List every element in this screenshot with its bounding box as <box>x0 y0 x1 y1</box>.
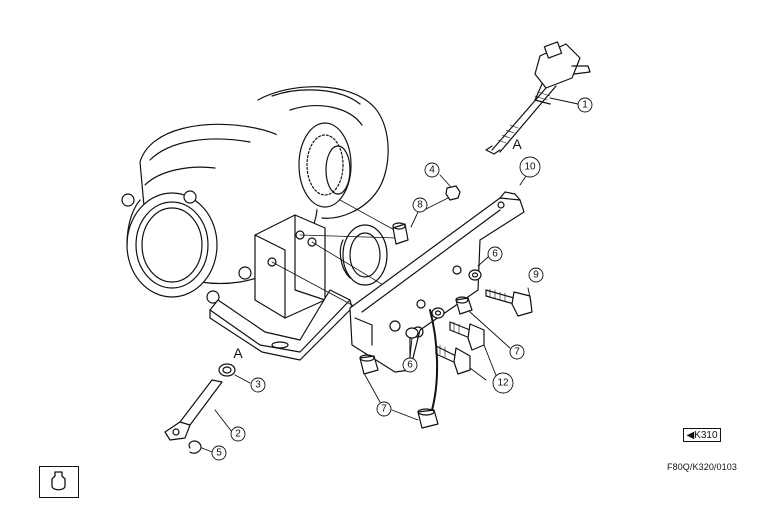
bolt-part-9 <box>485 288 533 317</box>
callout-6-upper: 6 <box>492 249 498 260</box>
callout-12: 12 <box>497 378 509 389</box>
view-letter-a-lower: A <box>233 345 243 361</box>
nut-part-4 <box>445 185 461 201</box>
drawing-code: F80Q/K320/0103 <box>667 462 737 472</box>
callout-10: 10 <box>524 162 536 173</box>
bolts-part-12 <box>435 321 485 375</box>
spacers-part-7 <box>359 296 473 429</box>
callout-1: 1 <box>582 100 588 111</box>
callout-4: 4 <box>429 165 435 176</box>
callout-9: 9 <box>533 270 539 281</box>
bracket-part-10 <box>349 191 525 373</box>
wastegate-actuator-part-1 <box>485 41 591 155</box>
reference-tag: ◀K310 <box>683 428 721 442</box>
callout-3: 3 <box>255 380 261 391</box>
callout-2: 2 <box>235 429 241 440</box>
turbocharger-assembly <box>121 86 389 361</box>
spacer-part-8 <box>392 222 409 245</box>
actuator-rod-part-2 <box>164 363 236 454</box>
callouts <box>201 97 593 461</box>
view-letter-a-upper: A <box>512 136 522 152</box>
callout-8: 8 <box>417 200 423 211</box>
sensor-wire <box>429 309 439 411</box>
callout-7-right: 7 <box>514 347 520 358</box>
symbol-box <box>39 466 79 498</box>
callout-6-lower: 6 <box>407 360 413 371</box>
callout-5: 5 <box>216 448 222 459</box>
callout-7-lower: 7 <box>381 404 387 415</box>
fuel-sensor-icon <box>51 471 66 491</box>
